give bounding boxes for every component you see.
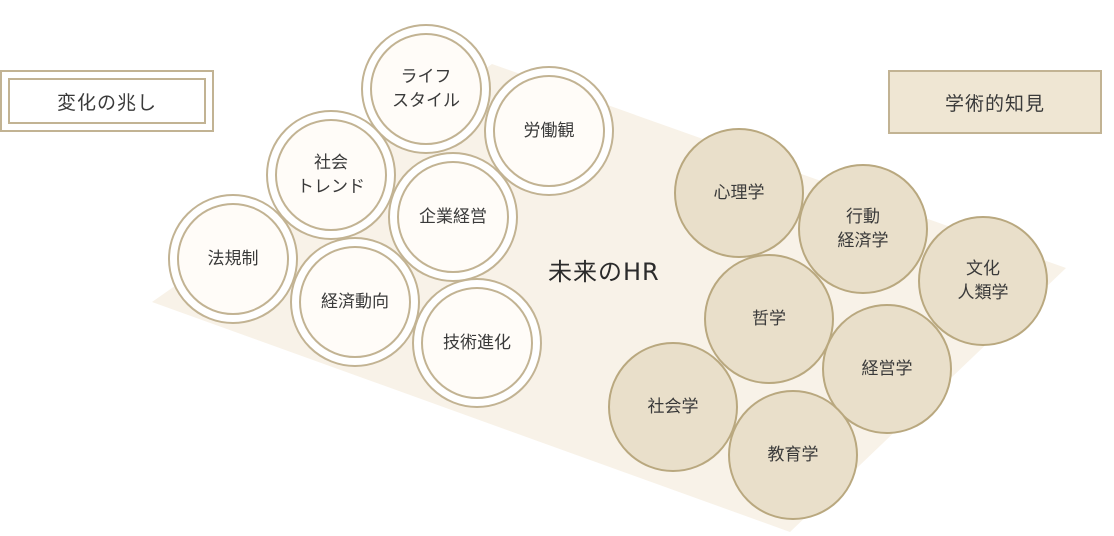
- bubble-tech-evolution: 技術進化: [412, 278, 542, 408]
- bubble-economic-trends: 経済動向: [290, 237, 420, 367]
- bubble-label: 技術進化: [443, 333, 511, 353]
- bubble-management-studies: 経営学: [822, 304, 952, 434]
- bubble-ring: [421, 287, 533, 399]
- bubble-label: 社会学: [647, 397, 699, 417]
- bubble-label: 経営学: [861, 359, 913, 379]
- bubble-label: 教育学: [767, 445, 819, 465]
- bubble-label: 法規制: [207, 249, 259, 269]
- bubble-work-values: 労働観: [484, 66, 614, 196]
- bubble-corporate-management: 企業経営: [388, 152, 518, 282]
- change-signals-header-label: 変化の兆し: [56, 91, 157, 114]
- bubble-ring: [370, 33, 482, 145]
- bubble-ring: [275, 119, 387, 231]
- bubble-philosophy: 哲学: [704, 254, 834, 384]
- bubble-psychology: 心理学: [674, 128, 804, 258]
- bubble-social-trends: 社会 トレンド: [266, 110, 396, 240]
- bubble-ring: [397, 161, 509, 273]
- academic-knowledge-header-label: 学術的知見: [944, 92, 1045, 115]
- bubble-label: 行動 経済学: [837, 207, 889, 251]
- bubble-lifestyle: ライフ スタイル: [361, 24, 491, 154]
- bubble-ring: [493, 75, 605, 187]
- bubble-label: 企業経営: [419, 207, 487, 227]
- bubble-label: 労働観: [523, 121, 575, 141]
- bubble-ring: [177, 203, 289, 315]
- bubble-regulation: 法規制: [168, 194, 298, 324]
- bubble-sociology: 社会学: [608, 342, 738, 472]
- bubble-label: 哲学: [752, 309, 786, 329]
- bubble-label: 文化 人類学: [957, 259, 1009, 303]
- bubble-ring: [299, 246, 411, 358]
- academic-knowledge-header: 学術的知見: [888, 70, 1102, 134]
- center-label: 未来のHR: [548, 258, 660, 286]
- change-signals-header: 変化の兆し: [0, 70, 214, 132]
- bubble-label: 社会 トレンド: [297, 153, 365, 197]
- bubble-label: 経済動向: [321, 292, 389, 312]
- bubble-education: 教育学: [728, 390, 858, 520]
- bubble-label: 心理学: [713, 183, 765, 203]
- bubble-behavioral-economics: 行動 経済学: [798, 164, 928, 294]
- header-inner-border: [8, 78, 206, 124]
- bubble-cultural-anthropology: 文化 人類学: [918, 216, 1048, 346]
- bubble-label: ライフ スタイル: [392, 67, 460, 111]
